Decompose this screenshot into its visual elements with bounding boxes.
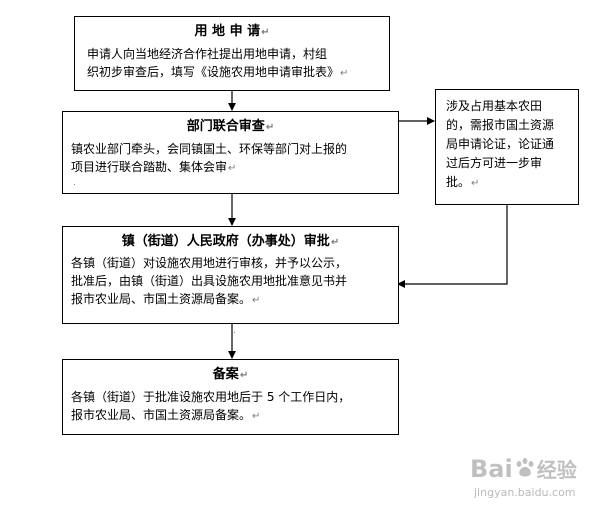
step-title: 用 地 申 请↵ — [194, 24, 270, 39]
paw-icon — [516, 458, 534, 477]
step-description: 申请人向当地经济合作社提出用地申请，村组 织初步审查后，填写《设施农用地申请审批… — [87, 47, 349, 79]
baidu-jingyan-watermark: Bai 经验 jingyan.baidu.com — [470, 455, 610, 515]
step-title: 镇（街道）人民政府（办事处）审批↵ — [121, 234, 340, 249]
step-description: 各镇（街道）于批准设施农用地后于 5 个工作日内， 报市农业局、市国土资源局备案… — [71, 390, 351, 422]
watermark-brand-tail: 经验 — [536, 458, 577, 482]
basic-farmland-note: 涉及占用基本农田 的，需报市国土资源 局申请论证，论证通 过后方可进一步审 批。… — [435, 89, 579, 205]
step-joint-review: 部门联合审查↵ 镇农业部门牵头，会同镇国土、环保等部门对上报的 项目进行联合踏勘… — [62, 111, 399, 194]
watermark-url: jingyan.baidu.com — [474, 486, 576, 499]
step-record-filing: 备案↵ 各镇（街道）于批准设施农用地后于 5 个工作日内， 报市农业局、市国土资… — [62, 359, 399, 435]
note-text: 涉及占用基本农田 的，需报市国土资源 局申请论证，论证通 过后方可进一步审 批。… — [446, 99, 555, 189]
step-title: 部门联合审查↵ — [186, 119, 275, 134]
step-description: 镇农业部门牵头，会同镇国土、环保等部门对上报的 项目进行联合踏勘、集体会审↵ — [71, 142, 348, 174]
watermark-brand: Bai — [470, 455, 513, 483]
paragraph-dot: . — [73, 178, 76, 188]
arrow-side-to-approval — [397, 204, 508, 288]
step-land-application: 用 地 申 请↵ 申请人向当地经济合作社提出用地申请，村组 织初步审查后，填写《… — [74, 16, 390, 91]
step-title: 备案↵ — [212, 367, 249, 382]
step-description: 各镇（街道）对设施农用地进行审核，并予以公示， 批准后，由镇（街道）出具设施农用… — [71, 256, 348, 306]
step-town-approval: 镇（街道）人民政府（办事处）审批↵ 各镇（街道）对设施农用地进行审核，并予以公示… — [62, 226, 399, 324]
paragraph-dot: . — [233, 326, 236, 336]
